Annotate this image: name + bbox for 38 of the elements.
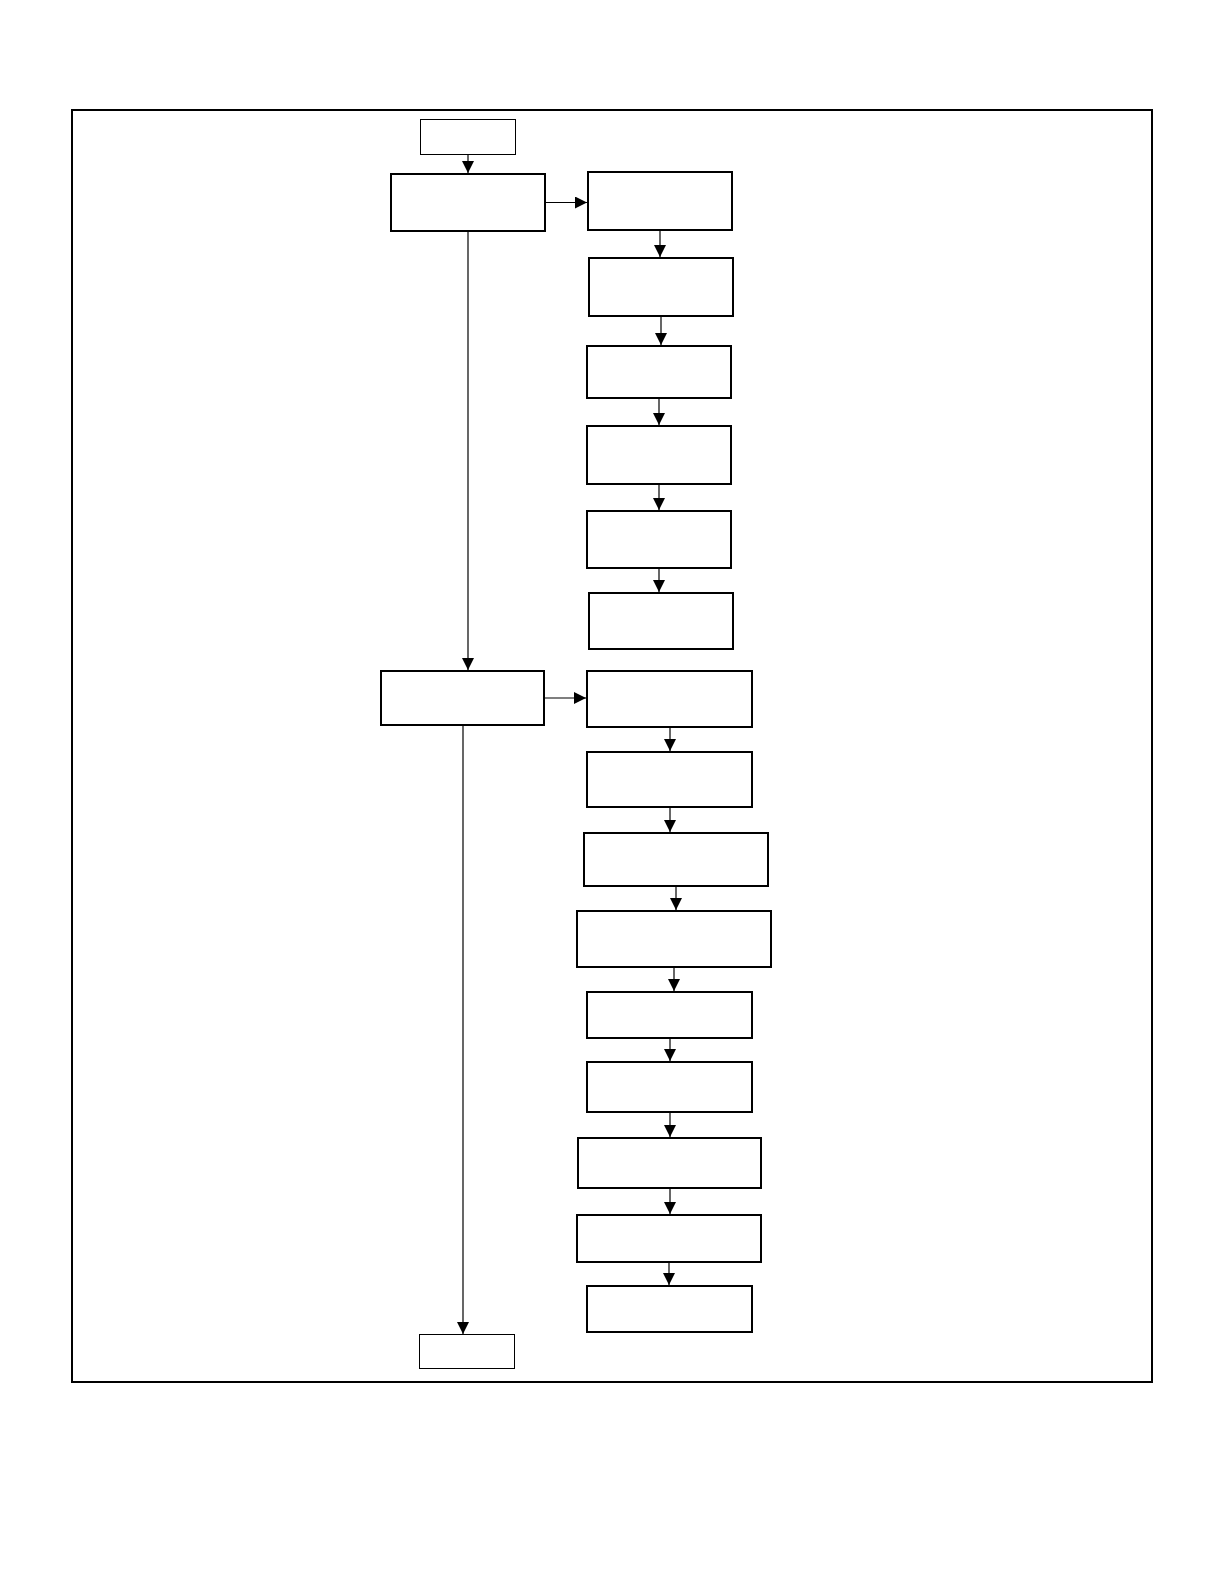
process-box: [588, 257, 734, 317]
process-box: [586, 991, 753, 1039]
process-box: [586, 510, 732, 569]
arrow: [664, 727, 676, 752]
arrow: [668, 967, 680, 992]
arrow: [664, 807, 676, 833]
arrow: [653, 484, 665, 511]
arrow: [544, 692, 587, 704]
process-box: [419, 1334, 515, 1369]
process-box: [380, 670, 545, 726]
process-box: [586, 751, 753, 808]
process-box: [420, 119, 516, 155]
arrow: [655, 316, 667, 346]
arrow: [664, 1112, 676, 1138]
arrow: [653, 568, 665, 593]
process-box: [576, 910, 772, 968]
arrow: [664, 1038, 676, 1062]
process-box: [577, 1137, 762, 1189]
arrow: [664, 1188, 676, 1215]
process-box: [586, 425, 732, 485]
frame-box: [71, 109, 1153, 1383]
arrow: [653, 398, 665, 426]
process-box: [576, 1214, 762, 1263]
arrow: [654, 230, 666, 258]
arrow: [670, 886, 682, 911]
process-box: [390, 173, 546, 232]
process-box: [586, 670, 753, 728]
process-box: [583, 832, 769, 887]
process-box: [586, 1061, 753, 1113]
arrow: [462, 154, 474, 174]
process-box: [587, 171, 733, 231]
arrow: [462, 231, 474, 671]
arrow: [457, 725, 469, 1335]
process-box: [588, 592, 734, 650]
arrow: [545, 196, 588, 209]
process-box: [586, 1285, 753, 1333]
process-box: [586, 345, 732, 399]
arrow: [663, 1262, 675, 1286]
